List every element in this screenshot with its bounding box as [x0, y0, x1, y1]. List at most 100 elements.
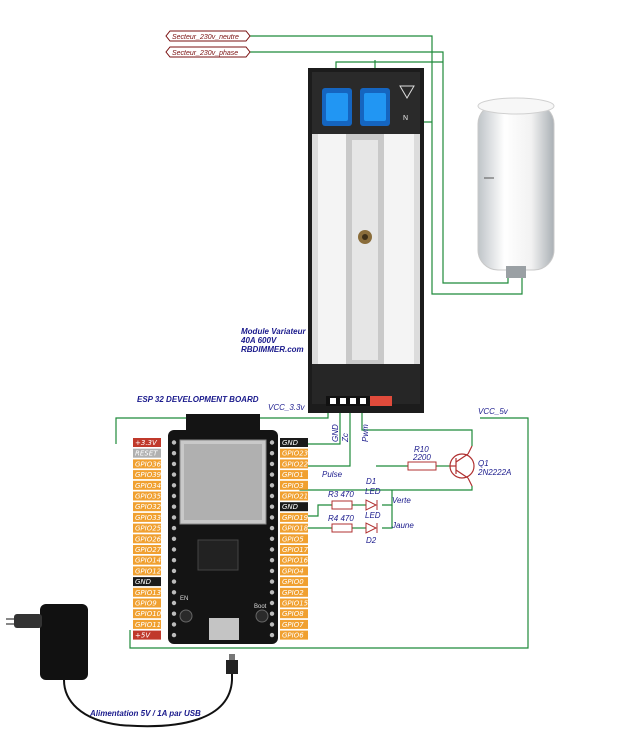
left-pin-badge — [133, 577, 161, 587]
right-header-pin — [269, 622, 275, 627]
r4-label: R4 470 — [328, 514, 354, 523]
right-header-pin — [269, 579, 275, 584]
left-pin-badge — [133, 566, 161, 576]
left-header-pin — [171, 611, 177, 616]
left-pin-label: GPIO14 — [135, 557, 161, 565]
right-pin-badge — [280, 438, 308, 447]
dimmer-text-line2: 40A 600V — [240, 336, 277, 345]
left-header-pin — [171, 472, 177, 477]
dimmer-text-line3: RBDIMMER.com — [241, 345, 304, 354]
right-pin-badge — [280, 470, 308, 480]
right-header-pin — [269, 611, 275, 616]
right-pin-label: GPIO17 — [282, 546, 309, 554]
en-button[interactable] — [179, 609, 193, 623]
left-header-pin — [171, 632, 177, 638]
left-header-pin — [171, 504, 177, 509]
dimmer-text: Module Variateur 40A 600V RBDIMMER.com — [240, 327, 306, 354]
right-pin-label: GPIO8 — [282, 610, 304, 618]
right-pin-label: GPIO6 — [282, 632, 304, 640]
left-pin-label: GPIO12 — [135, 567, 162, 575]
left-pin-badge — [133, 438, 161, 447]
left-pin-badge — [133, 555, 161, 565]
wire-dimmer-in-left — [335, 61, 443, 68]
d2-label: D2 — [366, 536, 377, 545]
vcc5-label: VCC_5v — [478, 407, 509, 416]
left-header-pin — [171, 558, 177, 563]
jaune-label: Jaune — [391, 521, 414, 530]
d1-led-icon — [365, 499, 378, 511]
right-header-pin — [269, 536, 275, 541]
boot-button[interactable] — [255, 609, 269, 623]
left-pin-badge — [133, 491, 161, 501]
right-header-pin — [269, 525, 275, 531]
left-pin-badge — [133, 619, 161, 629]
right-pin-label: GPIO7 — [282, 621, 304, 629]
left-pin-badge — [133, 609, 161, 619]
right-header-pin — [269, 515, 275, 520]
r4-resistor — [331, 523, 353, 533]
right-pin-badge — [280, 598, 308, 608]
left-header-pin — [171, 547, 177, 552]
left-pin-label: GPIO10 — [135, 610, 162, 618]
right-header-pin — [269, 483, 275, 488]
dimmer-gnd-label: GND — [331, 424, 340, 442]
left-header-pin — [171, 622, 177, 627]
right-header-pin — [269, 590, 275, 595]
right-pin-label: GPIO16 — [282, 557, 309, 565]
right-pin-label: GPIO18 — [282, 525, 309, 533]
wire-5v — [129, 417, 529, 649]
verte-label: Verte — [392, 496, 411, 505]
right-header-pin — [269, 472, 275, 477]
dimmer-pin-header — [326, 396, 370, 406]
right-pin-badge — [280, 534, 308, 544]
left-pin-label: RESET — [135, 450, 158, 458]
left-pin-label: GPIO39 — [135, 471, 162, 479]
right-pin-label: GPIO3 — [282, 482, 304, 490]
left-header-pin — [171, 483, 177, 488]
left-pin-column: +3.3VRESETGPIO36GPIO39GPIO34GPIO35GPIO32… — [133, 438, 177, 640]
left-pin-badge — [133, 470, 161, 480]
mains-phase-label: Secteur_230v_phase — [172, 50, 238, 57]
d2-led-label: LED — [365, 511, 381, 520]
right-pin-column: GNDGPIO23GPIO22GPIO1GPIO3GPIO21GNDGPIO19… — [269, 438, 309, 640]
boot-label: Boot — [254, 604, 267, 610]
left-pin-badge — [133, 459, 161, 469]
power-label: Alimentation 5V / 1A par USB — [89, 709, 201, 718]
left-header-pin — [171, 525, 177, 531]
right-pin-badge — [280, 609, 308, 619]
right-pin-label: GPIO5 — [282, 535, 304, 543]
left-pin-label: GPIO27 — [135, 546, 162, 554]
right-header-pin — [269, 451, 275, 456]
right-pin-label: GPIO21 — [282, 493, 308, 501]
left-pin-badge — [133, 630, 161, 640]
right-pin-label: GND — [282, 503, 299, 511]
mains-phase-tag: Secteur_230v_phase — [165, 46, 251, 58]
right-pin-badge — [280, 512, 308, 522]
d2-led-icon — [365, 522, 378, 534]
left-pin-label: +3.3V — [135, 439, 158, 447]
left-pin-badge — [133, 502, 161, 512]
right-pin-badge — [280, 630, 308, 640]
right-pin-badge — [280, 523, 308, 533]
wire-emitter-gnd — [299, 486, 473, 491]
esp32-board: EN Boot — [168, 414, 278, 644]
left-header-pin — [171, 515, 177, 520]
water-heater-icon — [477, 97, 555, 278]
right-pin-badge — [280, 619, 308, 629]
dimmer-text-line1: Module Variateur — [241, 327, 306, 336]
right-pin-badge — [280, 491, 308, 501]
right-header-pin — [269, 504, 275, 509]
right-pin-label: GPIO23 — [282, 450, 308, 458]
left-header-pin — [171, 451, 177, 456]
left-pin-badge — [133, 545, 161, 554]
wire-neutral — [250, 35, 523, 295]
r10-value: 2200 — [412, 453, 431, 462]
wire-zc — [300, 404, 351, 467]
right-header-pin — [269, 493, 275, 499]
right-pin-label: GPIO15 — [282, 600, 309, 608]
r10-label: R10 — [414, 445, 429, 454]
q1-transistor-icon — [449, 445, 475, 487]
left-pin-label: GPIO35 — [135, 493, 162, 501]
wire-d2-gnd — [382, 505, 393, 529]
left-pin-label: GPIO9 — [135, 600, 157, 608]
